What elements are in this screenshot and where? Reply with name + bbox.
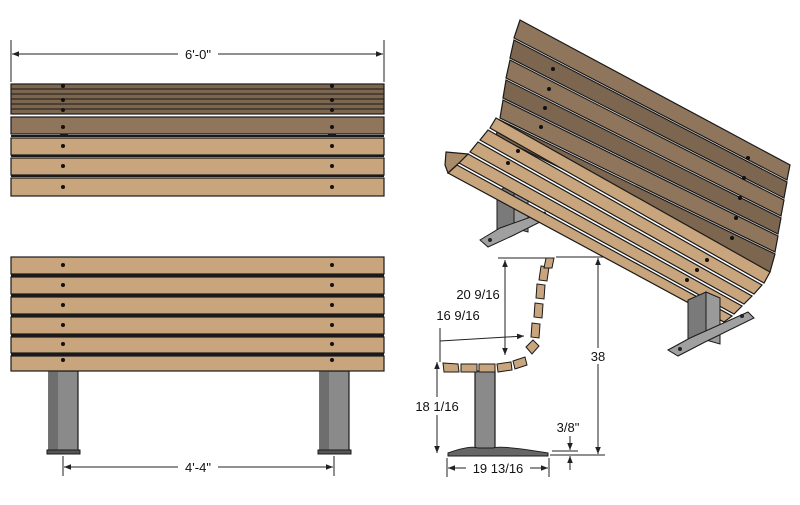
front-view-dim-leg-spacing: 4'-4" — [62, 456, 335, 476]
overall-height-label: 38 — [591, 349, 605, 364]
foot-thickness-label: 3/8" — [557, 420, 580, 435]
iso-front-pedestal — [666, 291, 755, 357]
iso-seat — [444, 117, 771, 323]
side-view: 20 9/16 16 9/16 18 1/16 38 3/8" — [410, 256, 611, 477]
side-view-dim-base-depth: 19 13/16 — [446, 458, 550, 477]
back-height-label: 20 9/16 — [456, 287, 499, 302]
side-view-dim-seat-height: 18 1/16 — [410, 362, 464, 453]
seat-depth-label: 16 9/16 — [436, 308, 479, 323]
overall-length-label: 6'-0" — [185, 47, 211, 62]
side-view-dim-back-height: 20 9/16 — [456, 257, 552, 355]
side-view-dim-seat-depth: 16 9/16 — [436, 308, 525, 362]
leg-spacing-label: 4'-4" — [185, 460, 211, 475]
side-view-dim-foot-thickness: 3/8" — [552, 420, 580, 470]
base-depth-label: 19 13/16 — [473, 461, 524, 476]
seat-height-label: 18 1/16 — [415, 399, 458, 414]
side-view-dim-overall-height: 38 — [550, 256, 611, 456]
top-view-dim-length: 6'-0" — [10, 40, 385, 82]
top-view: 6'-0" — [10, 40, 385, 197]
isometric-view — [444, 19, 791, 357]
front-view: 4'-4" — [10, 256, 385, 476]
